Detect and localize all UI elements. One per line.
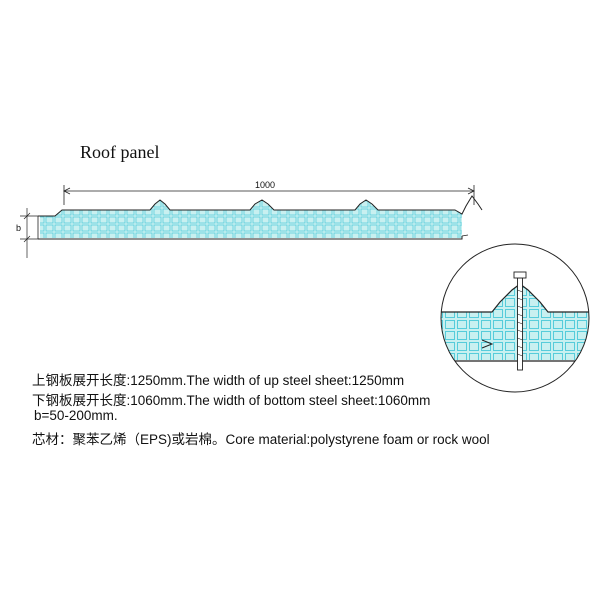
detail-magnified-joint (440, 243, 590, 393)
panel-profile (37, 195, 483, 240)
spec-thickness-range: b=50-200mm. (34, 408, 118, 423)
spec-bottom-sheet-width: 下钢板展开长度:1060mm.The width of bottom steel… (32, 393, 431, 408)
thickness-dimension: b (16, 208, 40, 258)
width-dimension: 1000 (63, 180, 475, 205)
spec-up-sheet-width: 上钢板展开长度:1250mm.The width of up steel she… (32, 373, 405, 388)
width-dimension-label: 1000 (255, 180, 275, 190)
drawing-title: Roof panel (80, 142, 160, 162)
thickness-dimension-label: b (16, 223, 21, 233)
spec-core-material: 芯材：聚苯乙烯（EPS)或岩棉。Core material:polystyren… (32, 432, 490, 447)
